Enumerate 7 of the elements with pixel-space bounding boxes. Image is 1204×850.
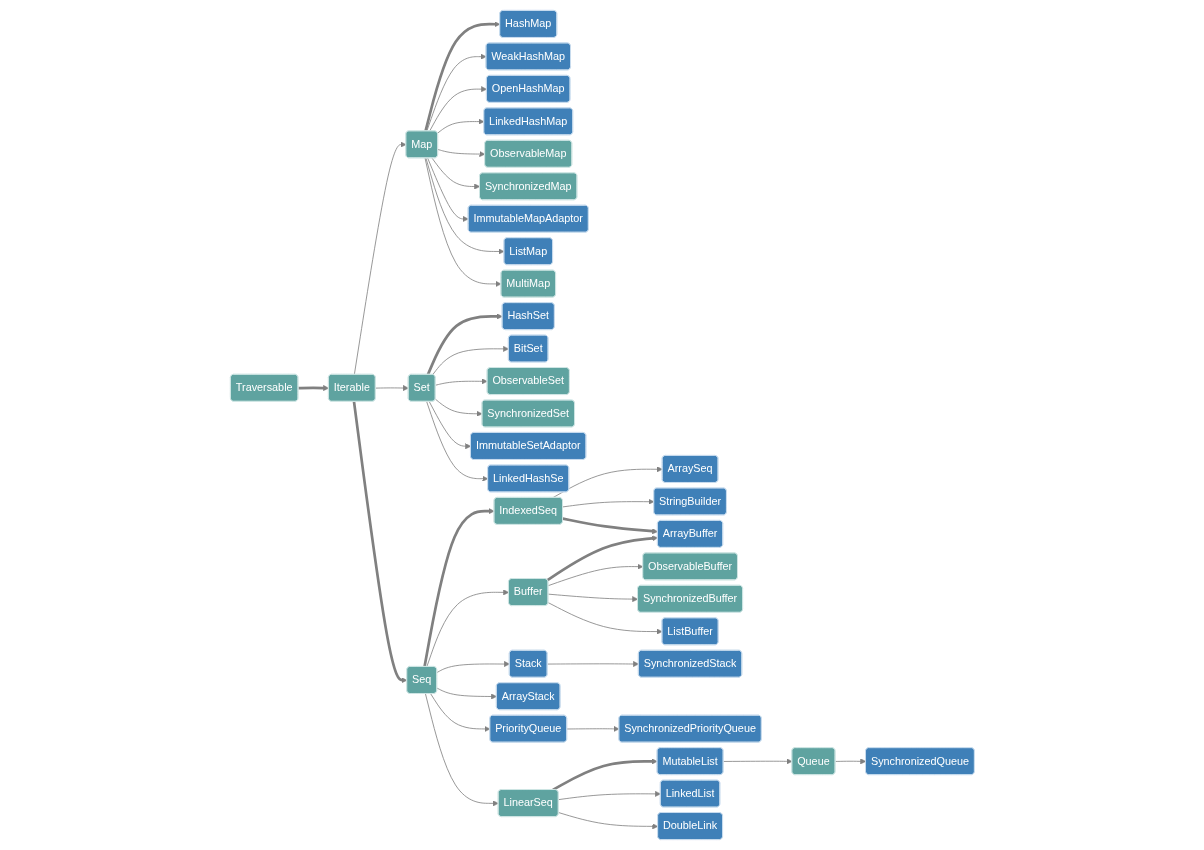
arrow [551, 758, 658, 792]
arrow [546, 535, 658, 582]
arrow [562, 517, 658, 535]
arrow [297, 385, 329, 391]
arrow [422, 508, 495, 668]
arrow [426, 313, 503, 376]
arrow [352, 401, 407, 684]
